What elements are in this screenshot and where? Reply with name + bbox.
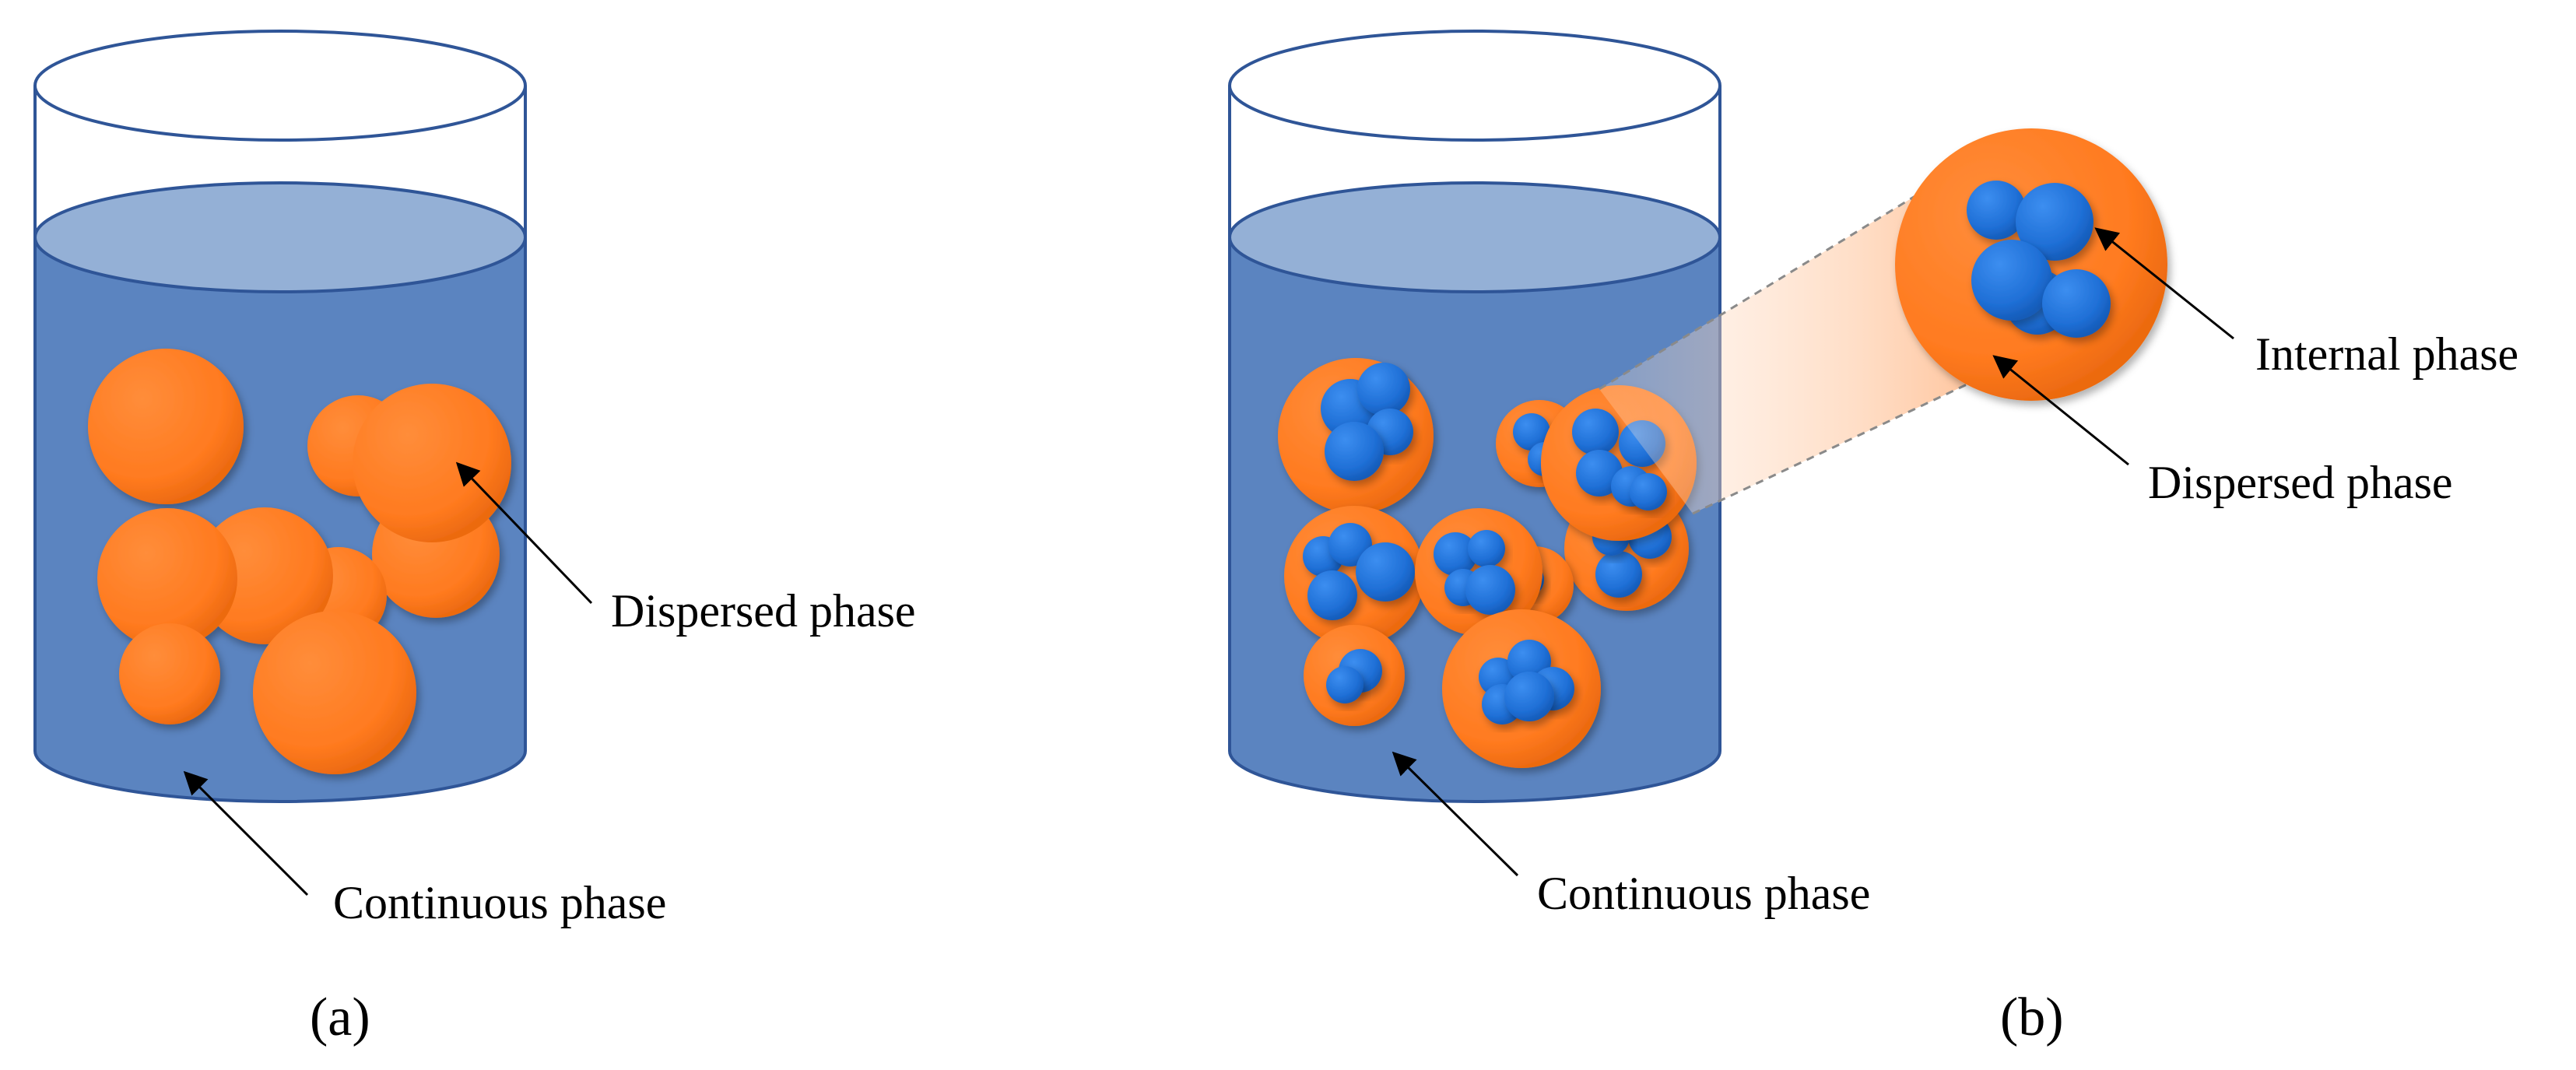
label-dispersed-phase-b: Dispersed phase xyxy=(2148,457,2453,508)
label-internal-phase-b: Internal phase xyxy=(2255,328,2518,380)
liquid-surface-a xyxy=(33,181,527,293)
liquid-surface-b xyxy=(1228,181,1721,293)
magnified-droplet xyxy=(1895,128,2167,401)
magnification-line-top xyxy=(1599,174,1950,391)
internal-droplet xyxy=(2016,183,2093,261)
double-emulsion-droplets-b xyxy=(1278,358,1697,768)
emulsion-droplet xyxy=(1284,506,1424,646)
droplet xyxy=(88,349,244,504)
droplet xyxy=(253,611,416,774)
arrow-internal-b xyxy=(2094,227,2234,340)
emulsion-droplet xyxy=(1442,609,1601,768)
internal-droplet xyxy=(1967,181,2026,240)
droplet xyxy=(353,384,511,542)
droplet xyxy=(196,507,333,644)
beaker-a xyxy=(33,30,527,803)
beaker-b xyxy=(1228,30,1721,803)
emulsion-droplet xyxy=(1278,358,1434,514)
internal-droplet xyxy=(1971,240,2052,321)
droplet xyxy=(119,623,220,724)
emulsion-droplet xyxy=(1415,508,1542,636)
arrow-continuous-a xyxy=(183,770,309,896)
label-continuous-phase-a: Continuous phase xyxy=(333,877,666,928)
arrow-dispersed-a xyxy=(455,461,593,605)
arrow-continuous-b xyxy=(1392,751,1519,877)
magnification-line-bottom xyxy=(1692,290,2164,515)
arrow-dispersed-b xyxy=(1992,355,2129,466)
internal-droplet xyxy=(2042,269,2111,338)
emulsion-droplet xyxy=(1304,625,1405,726)
panel-label-b: (b) xyxy=(2000,988,2064,1047)
droplet xyxy=(97,508,237,648)
beaker-rim-a xyxy=(33,30,527,142)
label-continuous-phase-b: Continuous phase xyxy=(1537,868,1870,919)
dispersed-droplets-a xyxy=(88,349,511,774)
beaker-rim-b xyxy=(1228,30,1721,142)
label-dispersed-phase-a: Dispersed phase xyxy=(611,585,916,637)
panel-label-a: (a) xyxy=(310,988,370,1047)
